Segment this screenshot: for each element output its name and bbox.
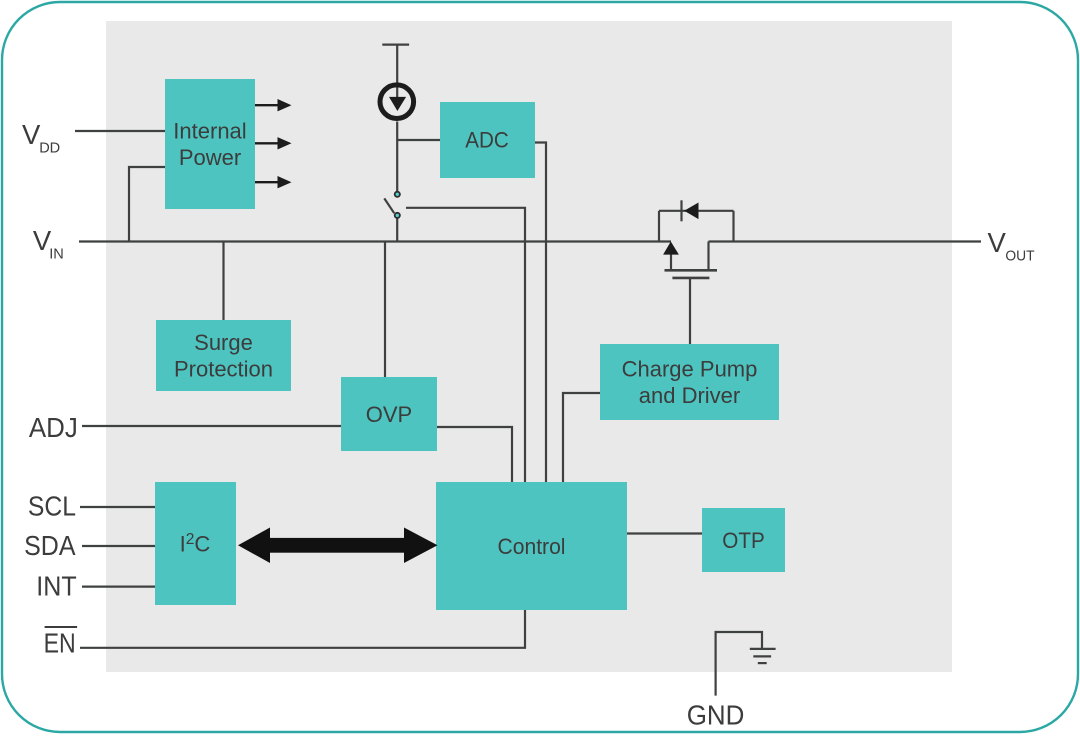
svg-text:and Driver: and Driver bbox=[639, 383, 740, 408]
svg-text:ADJ: ADJ bbox=[29, 412, 78, 443]
svg-text:V: V bbox=[22, 119, 41, 150]
svg-text:DD: DD bbox=[39, 140, 60, 157]
svg-text:Surge: Surge bbox=[194, 330, 253, 355]
svg-text:OUT: OUT bbox=[1005, 248, 1034, 265]
svg-text:OVP: OVP bbox=[366, 402, 412, 427]
svg-text:OTP: OTP bbox=[722, 528, 765, 553]
svg-text:INT: INT bbox=[36, 570, 77, 601]
svg-text:SDA: SDA bbox=[24, 530, 76, 561]
svg-text:V: V bbox=[33, 225, 52, 256]
svg-text:Internal: Internal bbox=[173, 119, 246, 144]
svg-text:V: V bbox=[988, 227, 1007, 258]
svg-text:IN: IN bbox=[49, 246, 64, 263]
svg-text:Control: Control bbox=[498, 534, 566, 559]
svg-text:EN: EN bbox=[44, 628, 76, 659]
svg-text:I2C: I2C bbox=[180, 531, 211, 557]
svg-text:Charge Pump: Charge Pump bbox=[622, 357, 758, 382]
svg-text:SCL: SCL bbox=[28, 491, 76, 522]
svg-text:Power: Power bbox=[179, 145, 241, 170]
svg-text:Protection: Protection bbox=[174, 357, 273, 382]
svg-text:GND: GND bbox=[687, 700, 745, 731]
svg-text:ADC: ADC bbox=[465, 128, 509, 153]
